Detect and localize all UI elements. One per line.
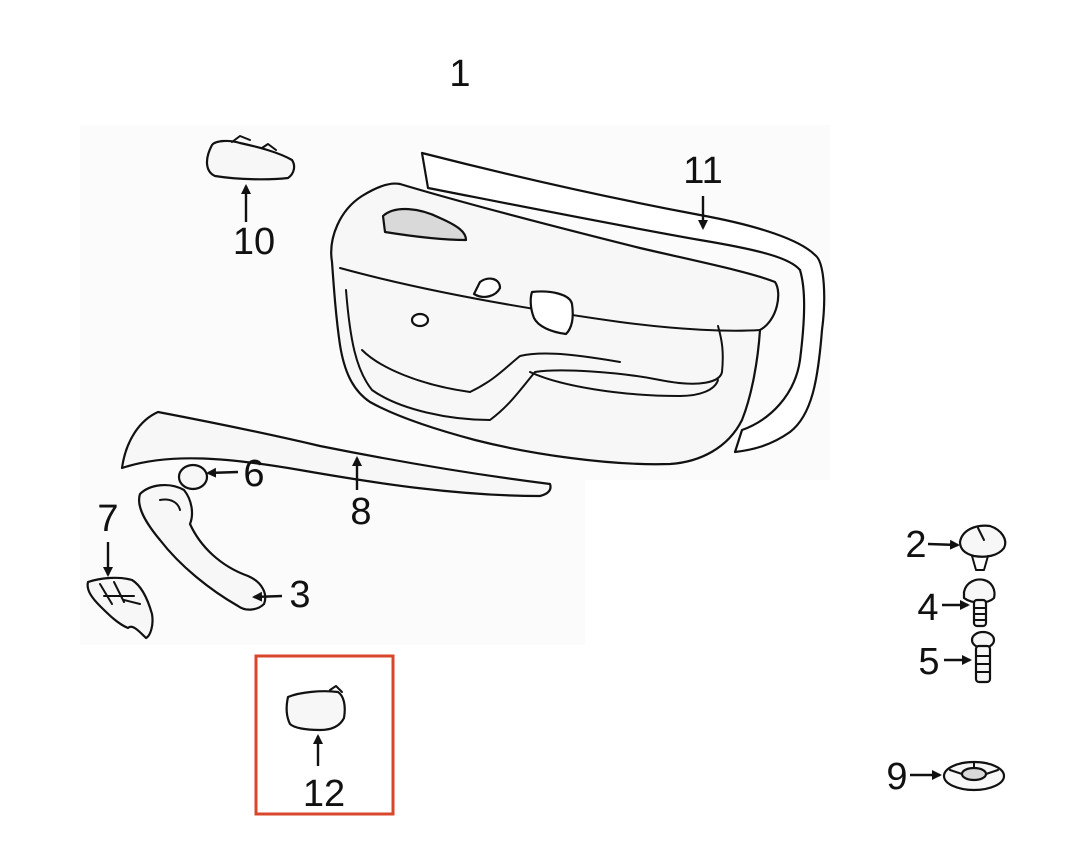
part-2-clip[interactable] [958, 524, 1007, 571]
part-6-plug[interactable] [177, 463, 209, 491]
highlight-box-12 [254, 654, 395, 816]
callout-5: 5 [918, 641, 939, 683]
part-7-bracket[interactable] [86, 576, 154, 640]
callout-2: 2 [905, 524, 926, 566]
callout-12: 12 [303, 773, 345, 815]
callout-6: 6 [243, 453, 264, 495]
part-11-trim-panel[interactable] [420, 151, 826, 454]
part-5-screw[interactable] [970, 630, 996, 684]
callout-7: 7 [97, 498, 118, 540]
arrow-2 [927, 539, 960, 550]
arrow-6 [206, 467, 239, 478]
arrow-3 [252, 591, 283, 602]
part-1-door-panel[interactable] [330, 182, 780, 466]
callout-10: 10 [233, 221, 275, 263]
part-4-screw[interactable] [962, 578, 996, 628]
part-8-armrest-strip[interactable] [120, 410, 552, 498]
callout-3: 3 [289, 574, 310, 616]
part-12-cover-cap[interactable] [285, 685, 346, 732]
callout-4: 4 [917, 587, 938, 629]
callout-1: 1 [449, 53, 470, 95]
callout-11: 11 [683, 150, 722, 192]
part-10-trim-cap[interactable] [205, 135, 296, 181]
callout-8: 8 [350, 491, 371, 533]
callout-9: 9 [886, 756, 907, 798]
part-3-pull-handle[interactable] [137, 484, 267, 611]
part-9-speed-nut[interactable] [942, 760, 1006, 792]
